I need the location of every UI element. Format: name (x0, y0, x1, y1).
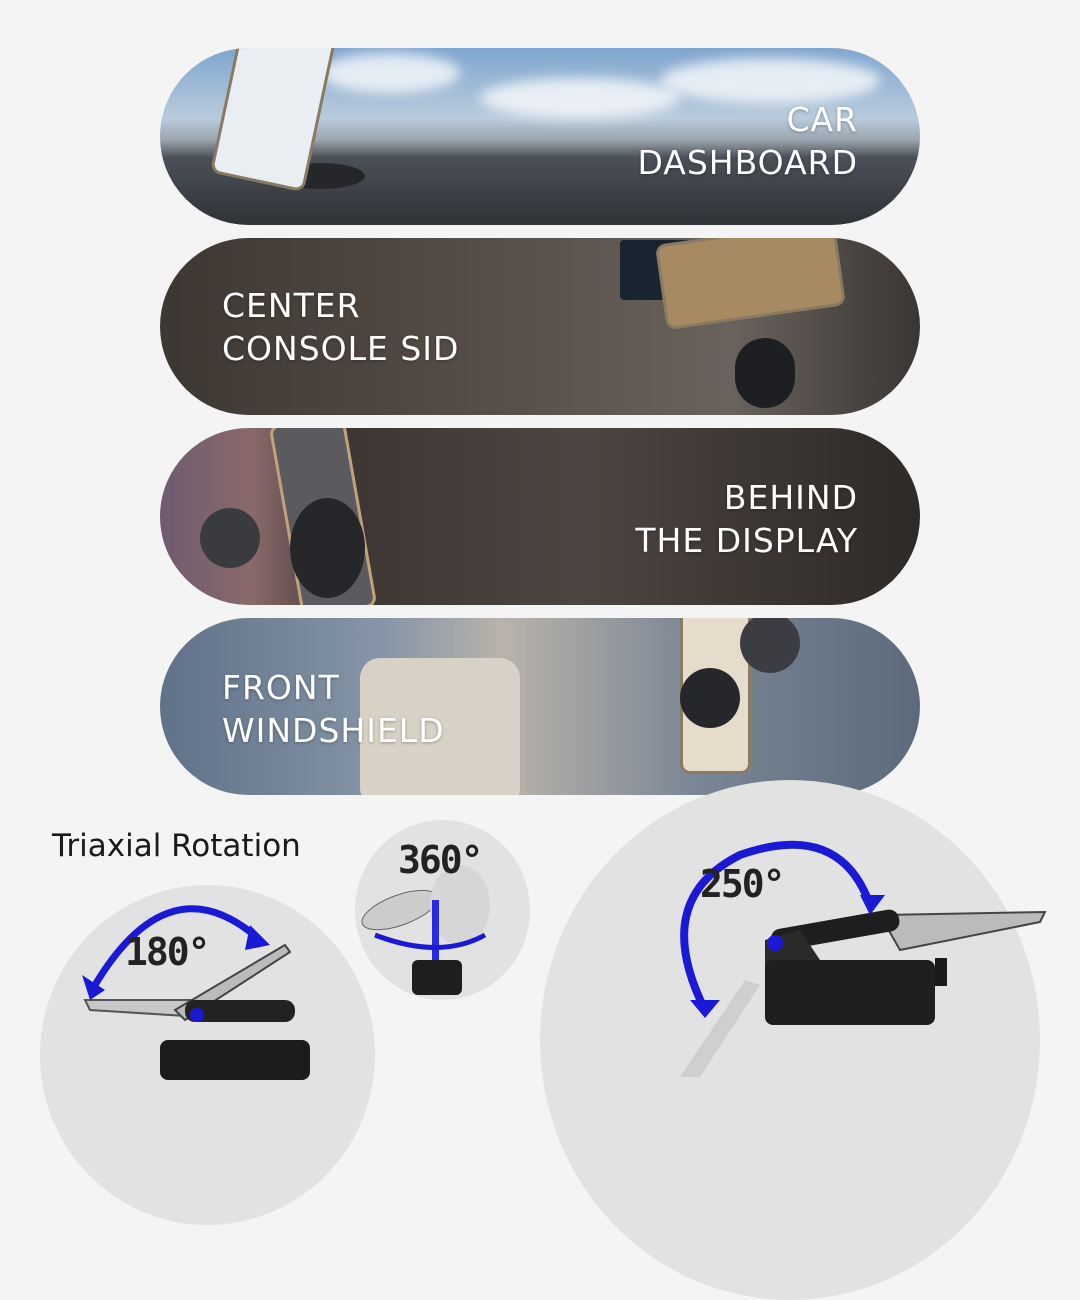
panel-title-line2: CONSOLE SID (222, 329, 460, 368)
mount-180-illustration (82, 905, 310, 1080)
arrow-250 (680, 840, 874, 1012)
suction-cup (740, 618, 800, 673)
mount-250-illustration (680, 840, 1047, 1077)
angle-250-label: 250° (700, 862, 786, 906)
mount (735, 338, 795, 408)
magnet-disc (680, 668, 740, 728)
rotation-illustrations (82, 840, 1047, 1080)
panel-title-line1: CENTER (222, 286, 361, 325)
angle-180-label: 180° (125, 930, 211, 974)
mount (200, 508, 260, 568)
section-title: Triaxial Rotation (52, 828, 301, 864)
panel-title-line1: BEHIND (723, 478, 858, 517)
panel-title-line2: WINDSHIELD (222, 711, 445, 750)
mount-360-illustration (361, 865, 490, 995)
panel-title-line2: DASHBOARD (637, 143, 858, 182)
seat (360, 658, 520, 795)
panel-center-console: CENTER CONSOLE SID (160, 238, 920, 415)
panel-title-line1: FRONT (222, 668, 340, 707)
panel-car-dashboard: CAR DASHBOARD (160, 48, 920, 225)
magnet-disc (290, 498, 365, 598)
panel-title-line1: CAR (786, 100, 858, 139)
panel-front-windshield: FRONT WINDSHIELD (160, 618, 920, 795)
arrow-180 (91, 905, 263, 987)
panel-title-line2: THE DISPLAY (635, 521, 858, 560)
arrow-360 (374, 932, 487, 950)
angle-360-label: 360° (398, 838, 484, 882)
panel-behind-display: BEHIND THE DISPLAY (160, 428, 920, 605)
